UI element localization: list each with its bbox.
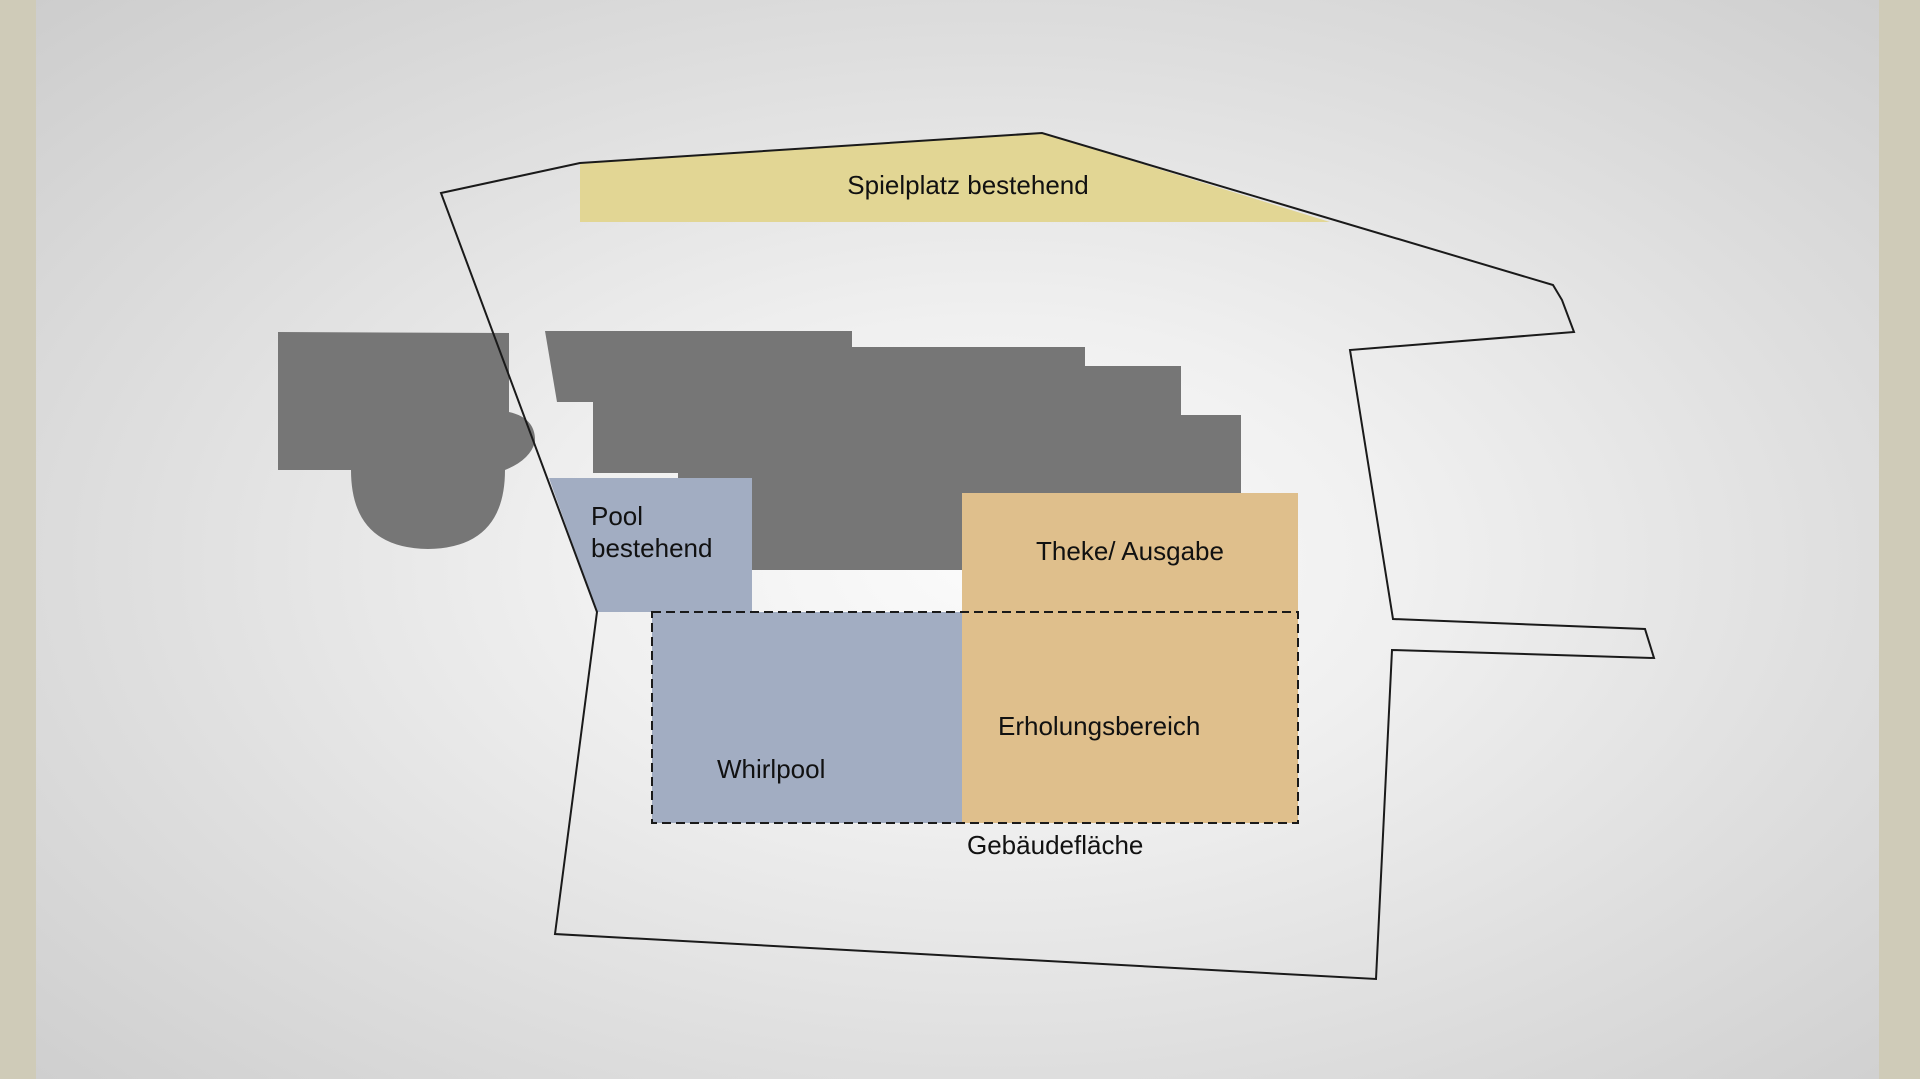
pool-label-line2: bestehend	[591, 533, 712, 563]
recreation-label: Erholungsbereich	[998, 711, 1200, 741]
existing-building-main	[545, 331, 1241, 570]
recreation-area	[962, 612, 1298, 823]
playground-label: Spielplatz bestehend	[847, 170, 1088, 200]
playground-area	[580, 133, 1330, 222]
counter-label: Theke/ Ausgabe	[1036, 536, 1224, 566]
whirlpool-label: Whirlpool	[717, 754, 825, 784]
pool-label-line1: Pool	[591, 501, 643, 531]
site-plan: Spielplatz bestehend Pool bestehend Thek…	[278, 131, 1656, 981]
existing-building-left	[278, 332, 536, 549]
whirlpool-area	[652, 612, 962, 823]
existing-pool	[549, 478, 752, 612]
counter-area	[962, 493, 1298, 612]
property-boundary	[439, 131, 1656, 981]
slide-background: Spielplatz bestehend Pool bestehend Thek…	[36, 0, 1879, 1079]
building-footprint-outline	[651, 611, 1299, 824]
building-area-label: Gebäudefläche	[967, 830, 1143, 860]
